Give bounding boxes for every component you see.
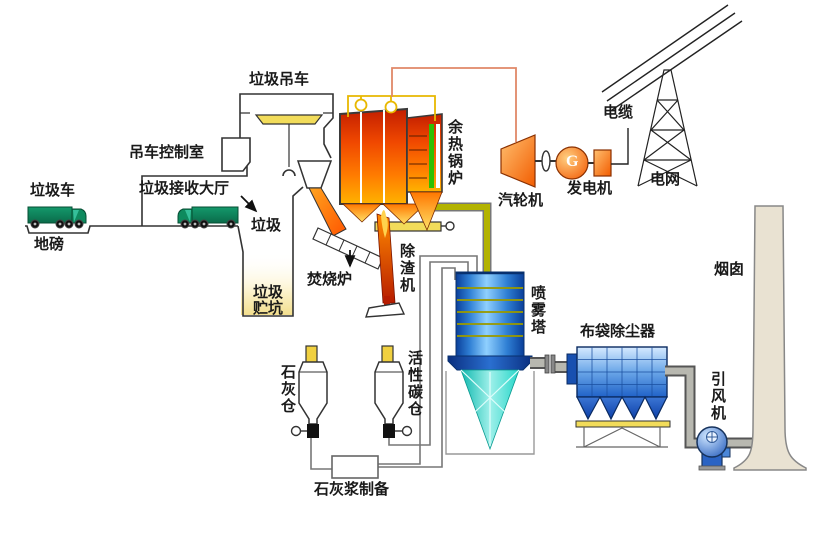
cable-line xyxy=(611,128,629,165)
crane-control-room xyxy=(221,137,251,172)
feed-hopper xyxy=(296,160,333,189)
cable-label: 电缆 xyxy=(603,104,634,121)
garbage-arrow xyxy=(240,195,258,213)
steam-turbine-label: 汽轮机 xyxy=(498,192,544,209)
garbage-label: 垃圾 xyxy=(251,217,282,234)
bag-filter xyxy=(566,346,668,421)
control-room-label: 吊车控制室 xyxy=(129,144,205,161)
garbage-crane-label: 垃圾吊车 xyxy=(249,71,310,88)
bag-filter-label: 布袋除尘器 xyxy=(580,323,656,340)
transformer xyxy=(593,149,612,177)
waste-heat-boiler xyxy=(406,113,443,232)
induced-draft-fan xyxy=(696,426,731,471)
crane-hall xyxy=(239,93,334,159)
slag-pile xyxy=(365,296,406,318)
ground-weighbridge xyxy=(25,225,238,234)
bag-filter-support xyxy=(575,420,671,448)
spray-tower-frame xyxy=(445,371,535,455)
garbage-truck-2 xyxy=(177,206,239,229)
lime-silo-label: 石灰仓 xyxy=(279,364,296,415)
pit-label-line1: 垃圾 xyxy=(252,284,283,301)
garbage-pit-label: 垃圾 贮坑 xyxy=(250,285,286,317)
duct-tower-to-bagfilter xyxy=(530,354,570,374)
lime-slurry-prep-box xyxy=(331,455,379,479)
power-grid-label: 电网 xyxy=(650,171,681,188)
activated-carbon-silo xyxy=(374,345,413,438)
crane-hook xyxy=(282,124,296,177)
steam-drum-line xyxy=(347,95,436,121)
weighbridge-label: 地磅 xyxy=(34,236,65,253)
reagent-pipes xyxy=(310,255,478,470)
generator-label: 发电机 xyxy=(567,180,613,197)
generator xyxy=(555,146,594,180)
power-lines xyxy=(601,4,743,111)
spray-tower-label: 喷雾塔 xyxy=(529,285,546,336)
garbage-truck-1 xyxy=(27,206,87,229)
pit-label-line2: 贮坑 xyxy=(252,300,283,317)
spray-tower xyxy=(447,271,533,371)
waste-heat-boiler-label: 余热锅炉 xyxy=(446,119,463,187)
incinerator-furnace xyxy=(339,107,426,225)
flue-duct xyxy=(434,202,492,278)
lime-silo xyxy=(290,345,328,438)
chimney xyxy=(733,205,807,471)
incinerator-label: 焚烧炉 xyxy=(307,271,353,288)
steam-pipe xyxy=(391,67,517,142)
spray-tower-cone xyxy=(460,369,520,451)
power-tower xyxy=(637,69,698,187)
induced-draft-fan-label: 引风机 xyxy=(709,371,726,422)
crane-beam xyxy=(254,114,324,125)
chimney-label: 烟囱 xyxy=(714,261,745,278)
incinerator-grate xyxy=(312,227,384,270)
steam-turbine xyxy=(500,134,536,188)
slag-remover-label: 除渣机 xyxy=(398,243,415,294)
activated-carbon-silo-label: 活性碳仓 xyxy=(406,350,423,418)
garbage-pit xyxy=(237,186,304,317)
receiving-hall-label: 垃圾接收大厅 xyxy=(139,180,230,197)
generator-symbol: G xyxy=(566,153,579,170)
lime-slurry-prep-label: 石灰浆制备 xyxy=(314,481,390,498)
slag-conveyor xyxy=(374,221,455,232)
feed-chute xyxy=(308,187,347,237)
shaft-coupling xyxy=(535,150,556,172)
garbage-truck-label: 垃圾车 xyxy=(30,182,76,199)
